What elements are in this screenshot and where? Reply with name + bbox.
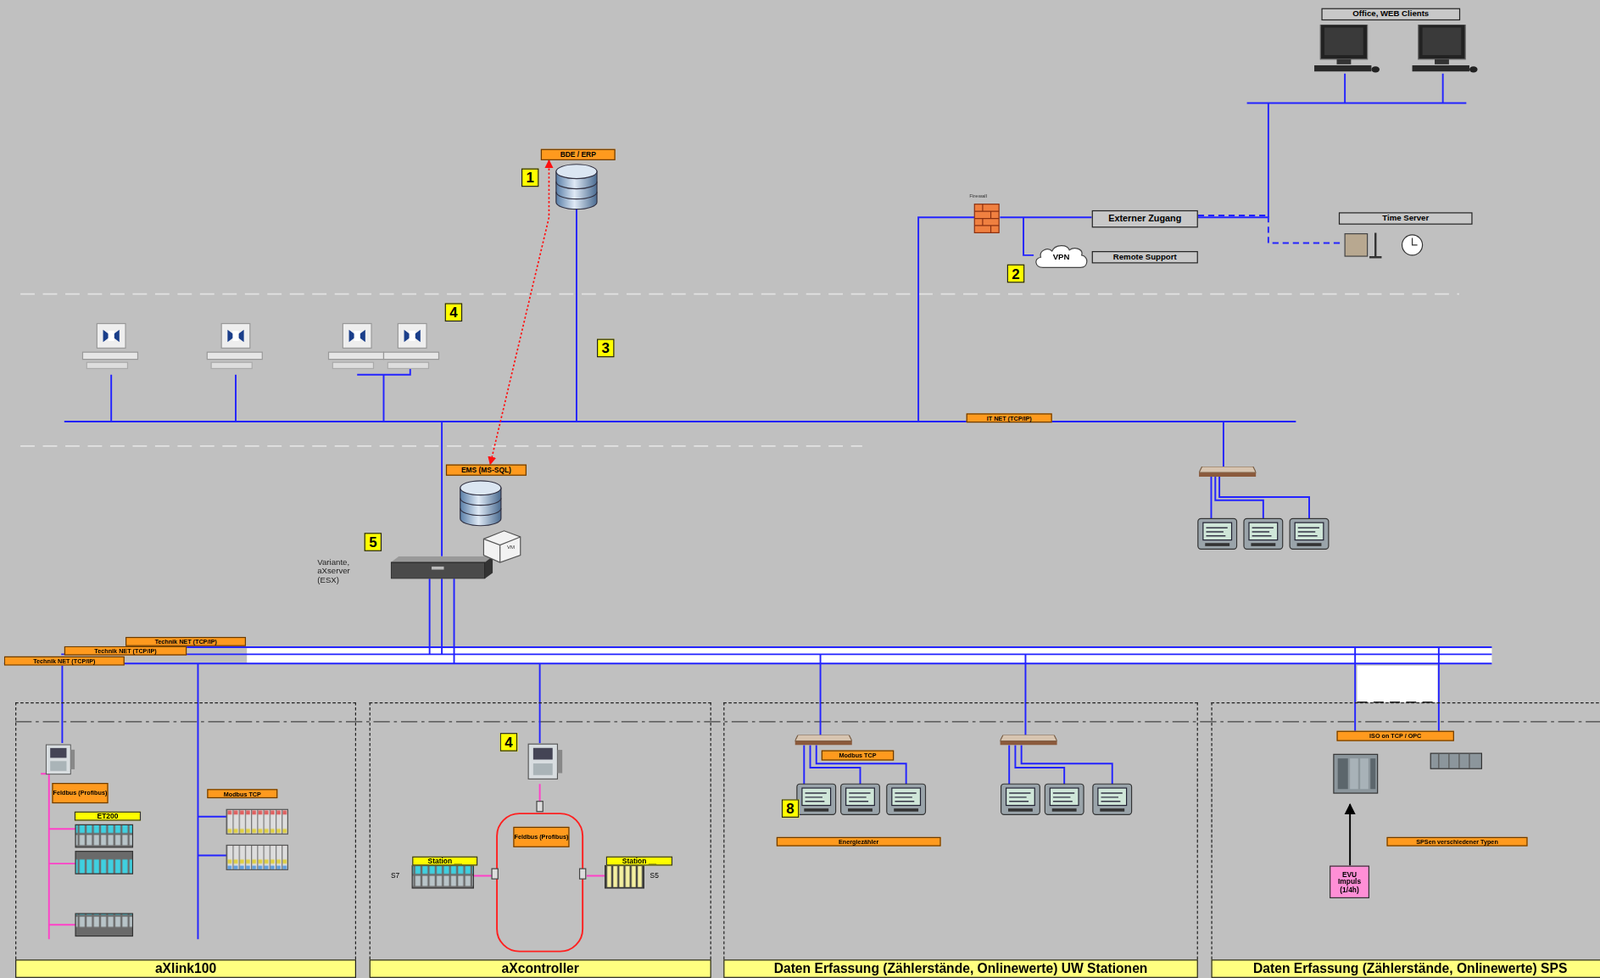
node-text: Feldbus (Profibus): [53, 789, 108, 797]
region-title: Daten Erfassung (Zählerstände, Onlinewer…: [723, 958, 1199, 978]
node-text: Technik NET (TCP/IP): [94, 647, 157, 654]
region-title: aXlink100: [15, 958, 357, 978]
text-label: Variante, aXserver (ESX): [317, 557, 371, 586]
region-panel: Daten Erfassung (Zählerstände, Onlinewer…: [1210, 702, 1600, 978]
bus-label: Feldbus (Profibus): [51, 782, 108, 803]
node-text: SPSen verschiedener Typen: [1416, 838, 1499, 845]
node-text: ISO on TCP / OPC: [1369, 732, 1422, 739]
system-label: BDE / ERP: [540, 149, 616, 161]
device-label: SPSen verschiedener Typen: [1386, 836, 1528, 847]
dashed-frame: [723, 702, 1199, 959]
callout-number: 4: [500, 732, 518, 752]
callout-number: 4: [445, 302, 463, 322]
node-text: Externer Zugang: [1108, 214, 1182, 224]
node-text: Remote Support: [1113, 252, 1177, 262]
support-box: Remote Support: [1092, 250, 1199, 263]
network-label: Technik NET (TCP/IP): [64, 646, 187, 656]
region-panel: aXlink100 Feldbus (Profibus) ET200 Modbus T…: [15, 702, 357, 978]
text-label: S7: [390, 871, 400, 879]
node-text: Energiezähler: [838, 838, 879, 845]
node-text: EMS (MS-SQL): [461, 466, 512, 474]
node-text: EVU Impuls (1/4h): [1330, 870, 1369, 894]
node-text: Station __: [428, 857, 463, 865]
node-text: VPN: [1053, 252, 1071, 262]
text-label: S5: [650, 871, 659, 879]
vpn-cloud: VPN: [1032, 242, 1090, 272]
system-label: EMS (MS-SQL): [445, 464, 527, 476]
node-text: Time Server: [1382, 214, 1429, 223]
network-label: Technik NET (TCP/IP): [4, 656, 125, 666]
node-text: BDE / ERP: [560, 150, 597, 158]
callout-number: 3: [596, 339, 614, 358]
text-label: Firewall: [969, 192, 987, 199]
node-text: Modbus TCP: [838, 752, 876, 759]
callout-number: 2: [1007, 264, 1025, 284]
callout-number: 1: [521, 168, 539, 188]
bus-label: Feldbus (Profibus): [512, 826, 569, 848]
node-text: Office, WEB Clients: [1352, 10, 1429, 19]
bus-label: Modbus TCP: [821, 750, 894, 761]
region-panel: Daten Erfassung (Zählerstände, Onlinewer…: [723, 702, 1199, 978]
label-box: Office, WEB Clients: [1321, 8, 1461, 21]
access-box: Externer Zugang: [1092, 210, 1199, 228]
node-text: Feldbus (Profibus): [514, 833, 569, 841]
network-label: Technik NET (TCP/IP): [125, 636, 246, 647]
callout-number: 5: [364, 532, 382, 552]
label-box: Time Server: [1338, 211, 1473, 224]
node-text: Technik NET (TCP/IP): [33, 657, 95, 664]
node-text: Technik NET (TCP/IP): [154, 638, 217, 645]
device-label: ET200: [74, 811, 141, 821]
region-title: aXcontroller: [369, 958, 712, 978]
device-label: Energiezähler: [776, 836, 942, 847]
text-label: VM: [507, 543, 515, 550]
callout-number: 8: [781, 798, 799, 818]
node-text: IT NET (TCP/IP): [986, 414, 1032, 421]
network-label: IT NET (TCP/IP): [966, 412, 1053, 423]
impulse-box: EVU Impuls (1/4h): [1329, 865, 1370, 899]
node-text: ET200: [97, 812, 119, 820]
region-panel: aXcontroller Feldbus (Profibus) Station __…: [369, 702, 712, 978]
node-text: Modbus TCP: [223, 790, 262, 797]
bus-label: Modbus TCP: [206, 788, 278, 798]
data-link-arrow: [490, 160, 549, 465]
region-title: Daten Erfassung (Zählerstände, Onlinewer…: [1210, 958, 1600, 978]
station-label: Station __: [412, 856, 478, 866]
bus-label: ISO on TCP / OPC: [1337, 730, 1455, 742]
node-text: Station __: [622, 857, 657, 865]
dashed-frame: [15, 702, 357, 959]
station-label: Station __: [606, 856, 673, 866]
